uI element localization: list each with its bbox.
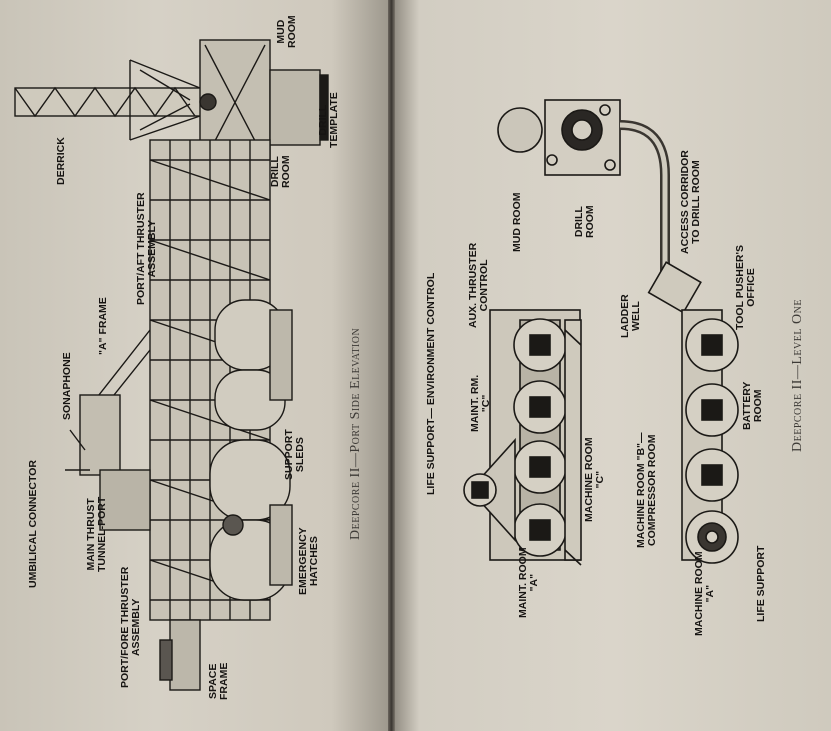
left-page-caption: Deepcore II—Port Side Elevation <box>348 327 363 540</box>
label-space-frame: SPACE FRAME <box>207 662 230 700</box>
fore-thruster-drawing <box>159 619 201 691</box>
label-umbilical-connector: UMBILICAL CONNECTOR <box>27 460 39 588</box>
label-mud-room: MUD ROOM <box>275 15 298 48</box>
level-one-plan <box>463 99 739 566</box>
label-drill-room: DRILL ROOM <box>269 155 292 188</box>
label-machine-room-b: MACHINE ROOM "B"— COMPRESSOR ROOM <box>635 432 658 548</box>
label-support-sleds: SUPPORT SLEDS <box>283 429 306 480</box>
main-hull-drawing <box>149 139 293 621</box>
label-machine-room-a: MACHINE ROOM "A" <box>693 551 716 636</box>
label-battery-room: BATTERY ROOM <box>741 381 764 430</box>
label-port-aft-thruster: PORT/AFT THRUSTER ASSEMBLY <box>135 192 158 305</box>
label-ladder-well: LADDER WELL <box>619 294 642 338</box>
label-port-fore-thruster: PORT/FORE THRUSTER ASSEMBLY <box>119 566 142 688</box>
label-sonaphone: SONAPHONE <box>61 352 73 420</box>
label-tool-pushers-office: TOOL PUSHER'S OFFICE <box>734 245 757 330</box>
label-drill-room-l1: DRILL ROOM <box>573 205 596 238</box>
right-page-caption: Deepcore II—Level One <box>790 299 805 452</box>
label-life-support-env: LIFE SUPPORT— ENVIRONMENT CONTROL <box>425 272 437 495</box>
label-drill-template: DRILL TEMPLATE <box>317 92 340 148</box>
label-life-support: LIFE SUPPORT <box>755 545 767 622</box>
label-maint-room-a: MAINT. ROOM "A" <box>517 547 540 618</box>
label-aux-thruster-control: AUX. THRUSTER CONTROL <box>467 242 490 328</box>
label-maint-rm-c: MAINT. RM. "C" <box>469 374 492 432</box>
book-spine <box>388 0 395 731</box>
label-emergency-hatches: EMERGENCY HATCHES <box>297 527 320 595</box>
label-derrick: DERRICK <box>55 137 67 185</box>
label-a-frame: "A" FRAME <box>97 297 109 355</box>
derrick-drawing <box>14 59 206 141</box>
label-mud-room-l1: MUD ROOM <box>511 192 523 253</box>
label-main-thrust-tunnel-port: MAIN THRUST TUNNEL-PORT <box>85 496 108 572</box>
label-access-corridor: ACCESS CORRIDOR TO DRILL ROOM <box>679 150 702 254</box>
a-frame-drawing <box>65 329 151 531</box>
label-machine-room-c: MACHINE ROOM "C" <box>583 437 606 522</box>
